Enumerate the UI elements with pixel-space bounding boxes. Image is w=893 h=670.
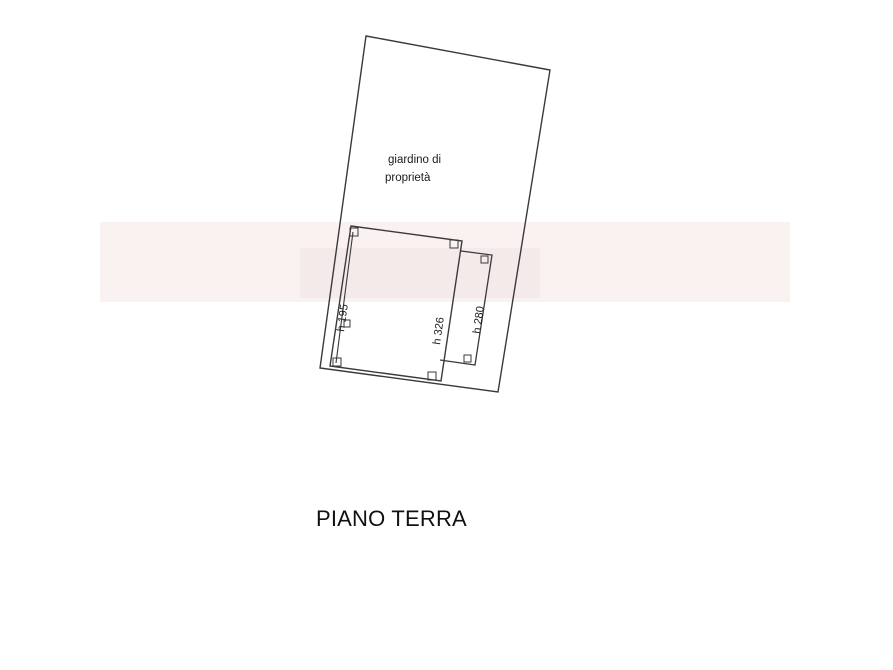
floor-title: PIANO TERRA — [316, 506, 467, 531]
interior-wall — [335, 231, 354, 364]
garden-lot-outline — [319, 35, 551, 393]
watermark — [100, 222, 790, 302]
column-marker — [480, 255, 489, 264]
column-marker — [343, 319, 351, 328]
annex-outline — [439, 250, 493, 366]
garden-label-line1: giardino di — [388, 154, 441, 166]
garden-label-line2: proprietà — [385, 172, 431, 184]
column-markers — [332, 227, 489, 381]
building-outline — [329, 225, 463, 382]
column-marker — [332, 357, 342, 367]
column-marker — [449, 239, 459, 249]
height-label-left: h 195 — [335, 303, 351, 332]
column-marker — [349, 227, 359, 237]
height-label-right: h 280 — [471, 305, 487, 334]
height-label-center: h 326 — [431, 316, 447, 345]
column-marker — [463, 354, 472, 363]
column-marker — [427, 371, 437, 381]
